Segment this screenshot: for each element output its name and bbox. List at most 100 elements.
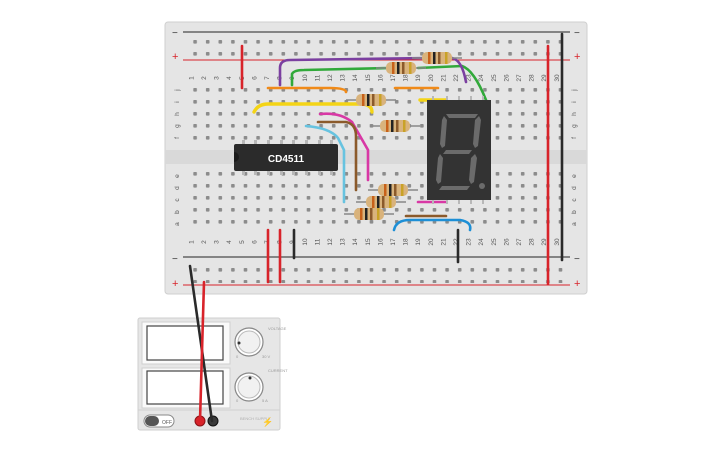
row-label: h: [174, 112, 181, 116]
resistors[interactable]: [344, 52, 462, 220]
column-label: 24: [478, 74, 485, 82]
column-label: 13: [340, 238, 347, 246]
row-label: c: [174, 198, 181, 202]
row-label: a: [174, 222, 181, 226]
column-label: 17: [390, 238, 397, 246]
column-label: 4: [226, 76, 233, 80]
power-supply[interactable]: VOLTAGE 0 30 V CURRENT 0 5 A OFF BENCH S…: [137, 317, 288, 431]
center-channel: [165, 150, 587, 164]
column-label: 5: [239, 240, 246, 244]
rail-minus-sign: −: [574, 28, 580, 39]
column-label: 11: [314, 74, 321, 81]
row-label: e: [571, 174, 578, 178]
row-label: e: [174, 174, 181, 178]
row-label: i: [174, 101, 181, 102]
current-knob[interactable]: [234, 372, 264, 402]
current-knob-label: CURRENT: [268, 368, 288, 373]
column-label: 25: [491, 238, 498, 246]
wire-red-supply-lead[interactable]: [198, 280, 206, 423]
rail-plus-sign: +: [172, 51, 178, 63]
column-label: 24: [478, 238, 485, 246]
column-label: 29: [541, 74, 548, 82]
row-label: h: [571, 112, 578, 116]
row-label: d: [571, 186, 578, 190]
resistor[interactable]: [412, 52, 462, 64]
row-label: j: [174, 89, 181, 91]
resistor[interactable]: [376, 62, 426, 74]
column-label: 20: [428, 74, 435, 82]
wire-orange[interactable]: [266, 86, 348, 94]
row-label: g: [174, 124, 181, 128]
cd4511-chip[interactable]: CD4511: [234, 140, 338, 175]
decimal-point: [479, 183, 485, 189]
column-label: 7: [264, 76, 271, 80]
power-switch-label: OFF: [162, 420, 172, 426]
top-terminal-holes[interactable]: [187, 84, 567, 146]
row-label: d: [174, 186, 181, 190]
column-label: 27: [516, 74, 523, 82]
column-label: 21: [440, 74, 447, 82]
wire-brown[interactable]: [316, 120, 358, 192]
voltage-knob-min: 0: [236, 354, 239, 359]
column-label: 30: [554, 238, 561, 246]
resistor[interactable]: [346, 94, 396, 106]
column-label: 26: [503, 238, 510, 246]
column-label: 12: [327, 74, 334, 82]
column-label: 22: [453, 74, 460, 82]
column-label: 6: [251, 76, 258, 80]
current-knob-min: 0: [236, 398, 239, 403]
display-digit-segments: [436, 114, 481, 190]
bottom-power-rail-holes[interactable]: [187, 261, 567, 283]
resistor[interactable]: [356, 196, 406, 208]
column-label: 2: [201, 76, 208, 80]
column-label: 10: [302, 238, 309, 246]
column-label: 14: [352, 74, 359, 82]
column-label: 18: [403, 74, 410, 82]
voltage-knob[interactable]: [234, 327, 264, 357]
rail-plus-sign: +: [574, 51, 580, 63]
column-label: 19: [415, 74, 422, 82]
column-label: 2: [201, 240, 208, 244]
wire-magenta[interactable]: [318, 112, 370, 182]
chip-label: CD4511: [268, 154, 305, 165]
current-readout: [146, 370, 224, 405]
column-label: 1: [188, 240, 195, 244]
wire-light-blue[interactable]: [304, 124, 346, 204]
column-label: 27: [516, 238, 523, 246]
voltage-readout: [146, 325, 224, 361]
voltage-knob-label: VOLTAGE: [268, 326, 287, 331]
column-label: 15: [365, 238, 372, 246]
column-label: 30: [554, 74, 561, 82]
wire-green[interactable]: [290, 66, 392, 87]
power-switch[interactable]: OFF: [143, 414, 175, 428]
column-label: 12: [327, 238, 334, 246]
column-label: 17: [390, 74, 397, 82]
resistor[interactable]: [370, 120, 420, 132]
column-label: 4: [226, 240, 233, 244]
rail-plus-sign: +: [172, 278, 178, 290]
column-label: 19: [415, 238, 422, 246]
breadboard[interactable]: [164, 21, 588, 295]
column-label: 1: [188, 76, 195, 80]
column-label: 16: [377, 74, 384, 82]
column-label: 11: [314, 238, 321, 245]
rail-minus-sign: −: [172, 254, 178, 265]
row-label: f: [571, 137, 578, 139]
top-power-rail-holes[interactable]: [187, 35, 567, 57]
supply-brand: BENCH SUPPLY: [240, 416, 271, 421]
column-label: 3: [214, 240, 221, 244]
column-label: 20: [428, 238, 435, 246]
row-label: j: [571, 89, 578, 91]
wire-yellow[interactable]: [252, 102, 374, 114]
wire-blue[interactable]: [392, 218, 472, 232]
current-knob-max: 5 A: [262, 398, 268, 403]
seven-segment-display[interactable]: 8: [427, 96, 491, 204]
row-label: a: [571, 222, 578, 226]
resistor[interactable]: [368, 184, 418, 196]
row-label: g: [571, 124, 578, 128]
column-label: 14: [352, 238, 359, 246]
wire-purple[interactable]: [278, 56, 430, 87]
resistor[interactable]: [344, 208, 394, 220]
